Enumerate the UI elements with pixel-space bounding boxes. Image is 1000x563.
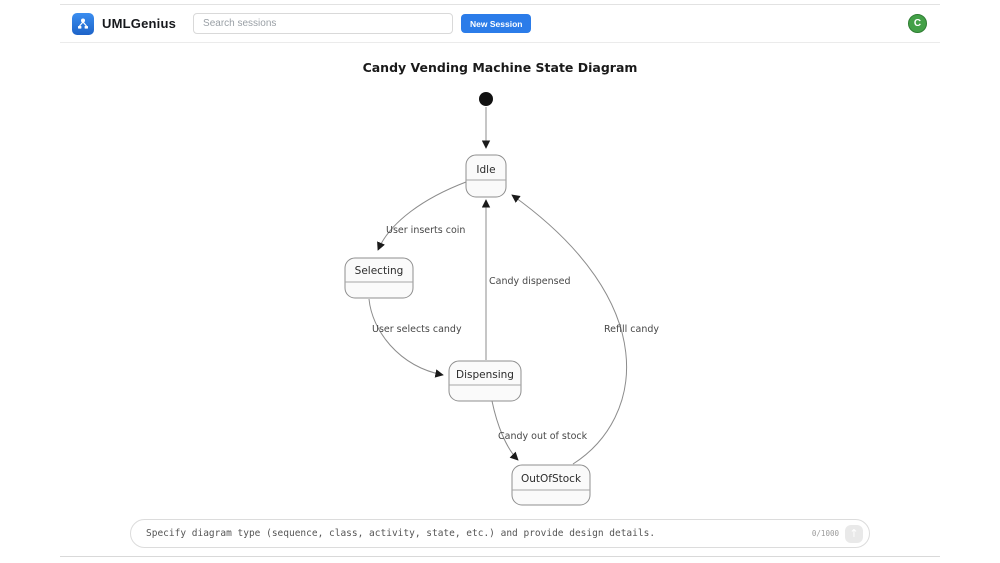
transition-outofstock-idle bbox=[511, 194, 628, 465]
state-label: OutOfStock bbox=[521, 473, 582, 485]
transition-label: Candy dispensed bbox=[489, 276, 571, 287]
transition-label: User selects candy bbox=[372, 324, 462, 335]
user-avatar[interactable]: C bbox=[908, 14, 927, 33]
header: UMLGenius New Session C bbox=[60, 5, 940, 42]
diagram-title: Candy Vending Machine State Diagram bbox=[362, 60, 638, 75]
prompt-input[interactable] bbox=[146, 528, 812, 539]
header-divider bbox=[60, 42, 940, 43]
transition-selecting-dispensing bbox=[368, 298, 444, 378]
bottom-border bbox=[60, 556, 940, 557]
new-session-button[interactable]: New Session bbox=[461, 14, 532, 33]
state-label: Selecting bbox=[355, 265, 404, 277]
transition-dispensing-outofstock bbox=[491, 400, 519, 461]
app-title: UMLGenius bbox=[102, 16, 177, 31]
state-label: Dispensing bbox=[456, 369, 514, 381]
prompt-composer: 0/1000 ↑ bbox=[130, 519, 870, 548]
state-selecting: Selecting bbox=[344, 257, 414, 299]
state-label: Idle bbox=[476, 164, 495, 176]
search-input[interactable] bbox=[193, 13, 454, 34]
char-counter: 0/1000 bbox=[811, 529, 839, 538]
app-logo-icon bbox=[72, 12, 94, 35]
transition-label: Candy out of stock bbox=[498, 431, 588, 442]
app-frame: UMLGenius New Session C bbox=[60, 4, 940, 557]
send-button[interactable]: ↑ bbox=[845, 524, 863, 543]
transition-label: Refill candy bbox=[604, 324, 659, 335]
initial-state-dot bbox=[479, 92, 493, 106]
transition-idle-selecting bbox=[377, 181, 467, 251]
state-dispensing: Dispensing bbox=[448, 360, 522, 402]
state-outofstock: OutOfStock bbox=[511, 464, 591, 506]
state-idle: Idle bbox=[465, 154, 507, 198]
transition-label: User inserts coin bbox=[386, 225, 465, 236]
top-border bbox=[60, 4, 940, 5]
